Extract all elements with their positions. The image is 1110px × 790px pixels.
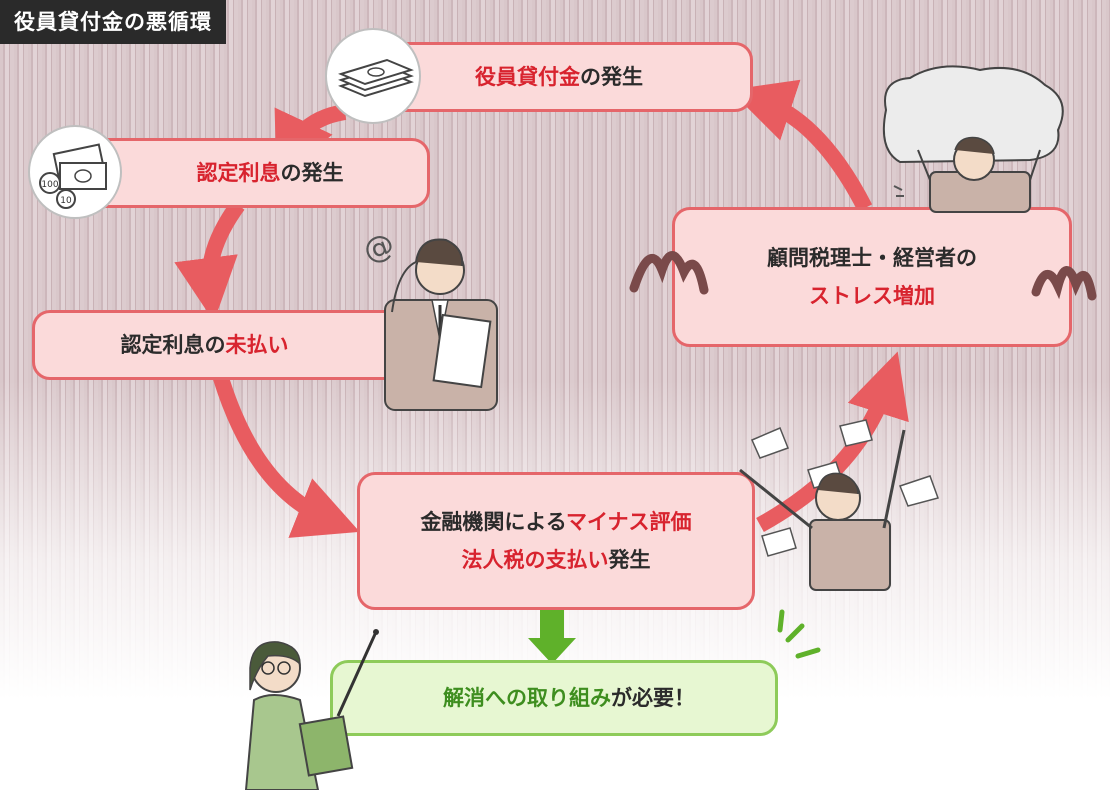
arrow-evaluation-to-solution (528, 608, 576, 664)
node-tax-highlight: 法人税の支払い (461, 548, 609, 572)
coin-10-label: 10 (60, 196, 72, 206)
node-tax-text: 発生 (608, 548, 651, 572)
node-solution-needed: 解消への取り組みが必要！ (330, 660, 778, 736)
node-stress-line1: 顧問税理士・経営者の (767, 246, 977, 270)
node-solution-highlight: 解消への取り組み (443, 686, 611, 710)
node-eval-text: 金融機関による (420, 510, 566, 534)
node-stress-increase: 顧問税理士・経営者の ストレス増加 (672, 207, 1072, 347)
node-loan-highlight: 役員貸付金 (475, 65, 580, 89)
node-interest-text: の発生 (280, 161, 344, 185)
node-interest-occurrence: 認定利息の発生 (70, 138, 430, 208)
node-unpaid-text: 認定利息の (120, 333, 226, 357)
coins-bill-icon: 100 10 (28, 125, 122, 219)
arrow-evaluation-to-stress (756, 351, 909, 533)
coin-100-label: 100 (41, 180, 58, 190)
arrow-interest-to-unpaid (174, 200, 245, 322)
node-eval-highlight: マイナス評価 (565, 510, 692, 534)
node-loan-occurrence: 役員貸付金の発生 (365, 42, 753, 112)
arrow-stress-to-loan (729, 79, 873, 212)
node-solution-text: が必要！ (611, 686, 695, 710)
node-unpaid-highlight: 未払い (225, 333, 289, 357)
arrow-unpaid-to-evaluation (212, 372, 360, 538)
diagram-title: 役員貸付金の悪循環 (0, 0, 226, 44)
node-negative-evaluation: 金融機関によるマイナス評価 法人税の支払い発生 (357, 472, 755, 610)
node-loan-text: の発生 (580, 65, 643, 89)
node-interest-unpaid: 認定利息の未払い (32, 310, 407, 380)
banknote-stack-icon (325, 28, 421, 124)
node-stress-highlight: ストレス増加 (809, 284, 935, 308)
node-interest-highlight: 認定利息 (196, 161, 281, 185)
